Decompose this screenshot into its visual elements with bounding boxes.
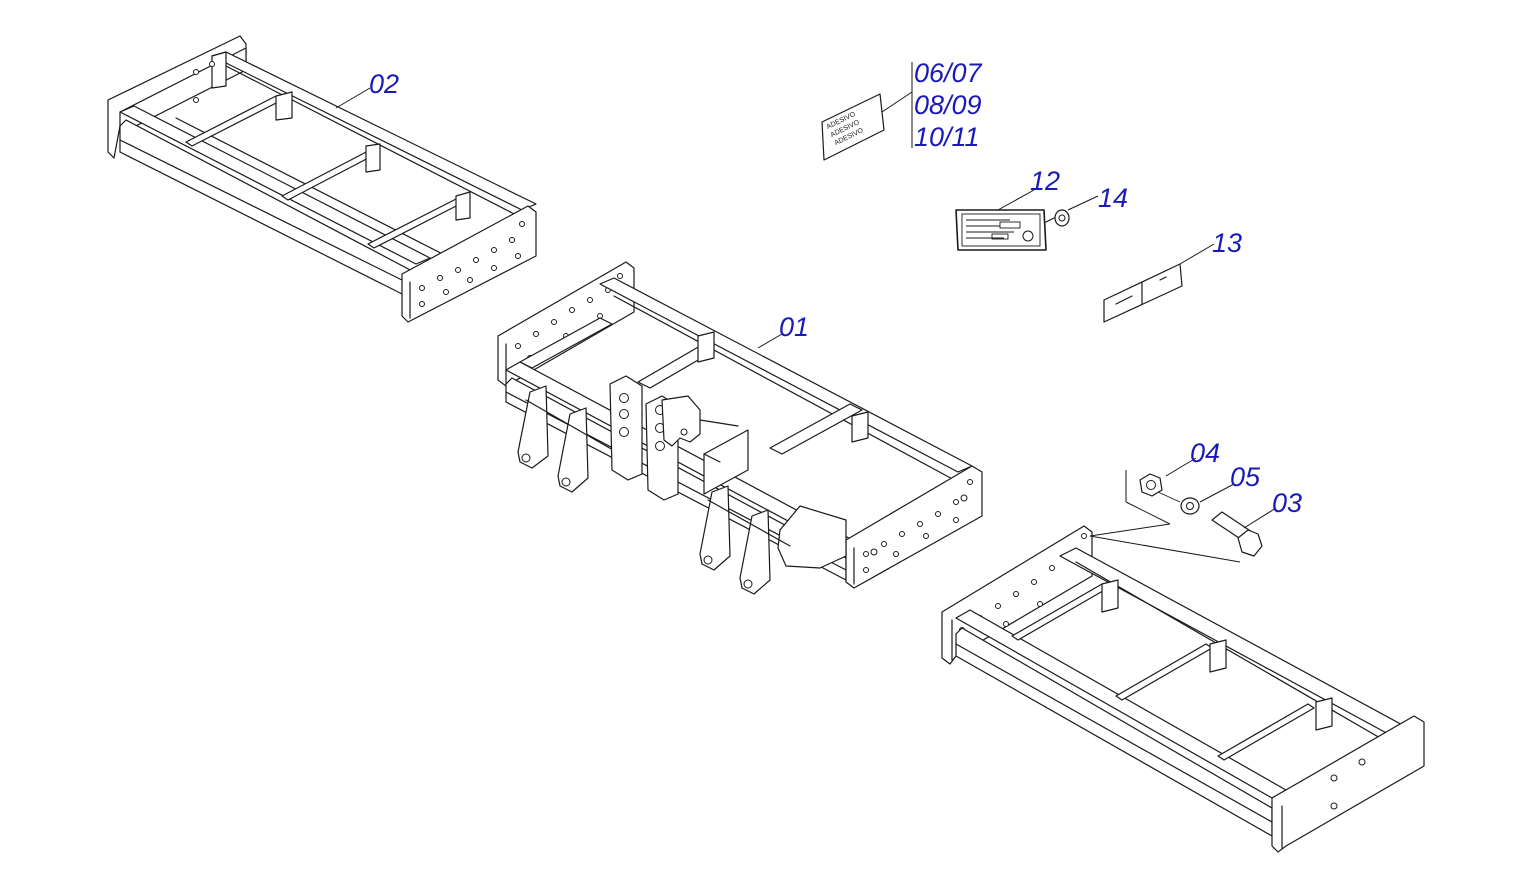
adhesive-stickers-06-11: ADESIVO ADESIVO ADESIVO (821, 62, 913, 161)
part-label-13: 13 (1212, 228, 1242, 258)
part-label-10-11: 10/11 (914, 122, 980, 152)
fastener-set-03-04-05 (1089, 457, 1277, 563)
side-frame-02 (107, 35, 537, 323)
part-label-14: 14 (1098, 183, 1128, 213)
part-label-06-07: 06/07 (914, 58, 983, 88)
part-label-03: 03 (1272, 488, 1302, 518)
id-plate-12 (955, 189, 1047, 251)
part-label-02: 02 (369, 69, 399, 99)
part-label-12: 12 (1030, 166, 1060, 196)
part-label-04: 04 (1190, 438, 1220, 468)
reflective-strip-13 (1103, 243, 1215, 323)
rivet-14 (1045, 195, 1099, 227)
side-frame-lower-right (941, 525, 1425, 853)
part-label-01: 01 (779, 312, 809, 342)
central-frame-01 (497, 261, 983, 595)
part-label-05: 05 (1230, 462, 1261, 492)
part-label-08-09: 08/09 (914, 90, 982, 120)
